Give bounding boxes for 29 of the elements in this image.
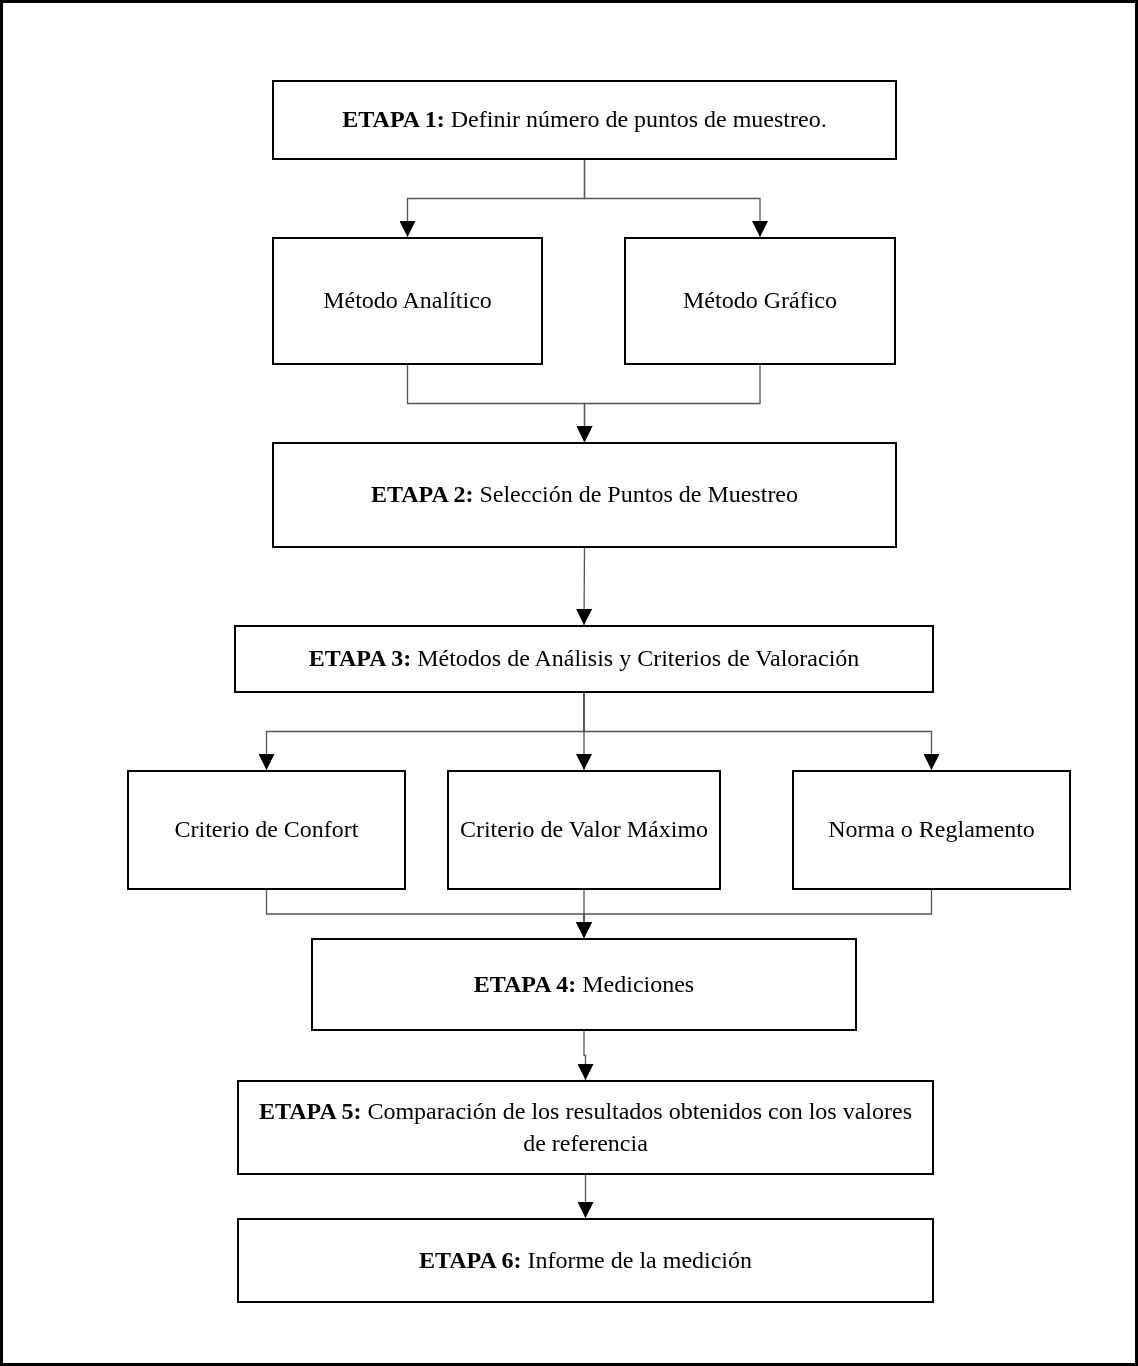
process-box (237, 1218, 934, 1303)
step-text: ETAPA 3: Métodos de Análisis y Criterios de Valoración (308, 644, 860, 674)
step-text: ETAPA 2: Selección de Puntos de Muestreo (370, 480, 799, 510)
step-text: ETAPA 4: Mediciones (473, 969, 695, 999)
step-text: ETAPA 1: Definir número de puntos de muestreo. (342, 105, 827, 135)
arrow (576, 364, 761, 443)
arrow (577, 1174, 594, 1219)
step-text: Método Analítico (323, 286, 492, 316)
process-box (447, 770, 721, 890)
process-box (237, 1080, 934, 1175)
process-box (272, 237, 543, 365)
arrow (583, 692, 940, 771)
process-box (127, 770, 406, 890)
arrow (577, 1030, 594, 1081)
process-box (311, 938, 857, 1031)
step-text: ETAPA 5: Comparación de los resultados obtenidos con los valores de referencia (258, 1097, 913, 1158)
step-text: Criterio de Valor Máximo (459, 815, 709, 845)
process-box (792, 770, 1071, 890)
arrow (576, 547, 593, 626)
step-text: Norma o Reglamento (828, 815, 1035, 845)
arrow (576, 889, 933, 939)
process-box (272, 442, 897, 548)
arrow (583, 159, 768, 238)
step-text: Criterio de Confort (174, 815, 359, 845)
step-text: ETAPA 6: Informe de la medición (419, 1245, 752, 1275)
process-box (624, 237, 896, 365)
process-box (272, 80, 897, 160)
process-box (234, 625, 934, 693)
step-text: Método Gráfico (683, 286, 837, 316)
